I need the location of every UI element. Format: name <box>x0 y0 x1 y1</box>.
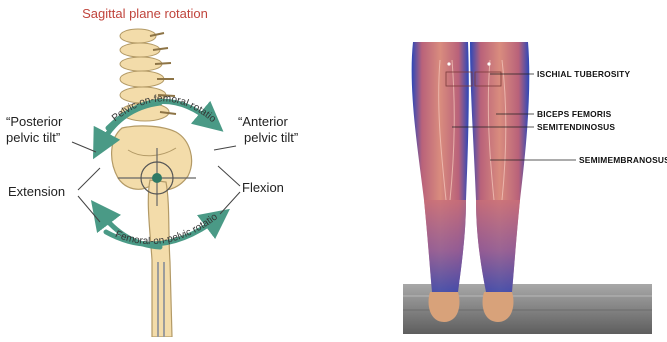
extension-label: Extension <box>8 184 65 199</box>
anterior-tilt-label-line2: pelvic tilt” <box>244 130 298 145</box>
right-leg <box>470 42 529 322</box>
diagram-title: Sagittal plane rotation <box>82 6 208 21</box>
hamstring-anatomy-illustration: ISCHIAL TUBEROSITY BICEPS FEMORIS SEMITE… <box>403 42 667 334</box>
femur <box>148 180 172 337</box>
left-leg <box>412 42 469 322</box>
posterior-tilt-label-line1: “Posterior <box>6 114 63 129</box>
pelvic-rotation-diagram: Sagittal plane rotation <box>0 0 298 337</box>
flexion-label: Flexion <box>242 180 284 195</box>
semimembranosus-label: SEMIMEMBRANOSUS <box>579 155 667 165</box>
semitendinosus-label: SEMITENDINOSUS <box>537 122 615 132</box>
posterior-tilt-label-line2: pelvic tilt” <box>6 130 60 145</box>
anterior-tilt-label-line1: “Anterior <box>238 114 289 129</box>
ischial-tuberosity-label: ISCHIAL TUBEROSITY <box>537 69 630 79</box>
biceps-femoris-label: BICEPS FEMORIS <box>537 109 612 119</box>
